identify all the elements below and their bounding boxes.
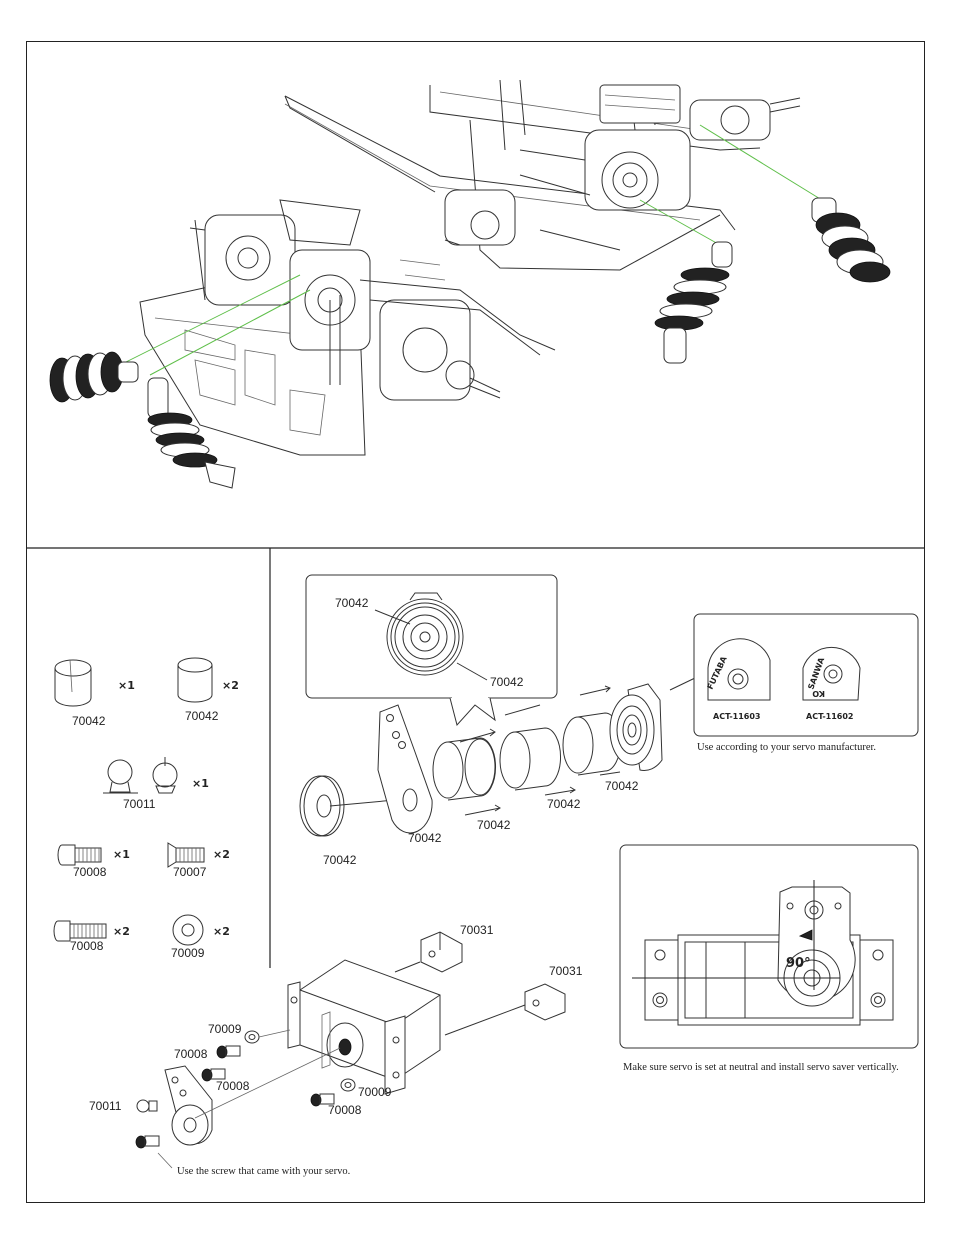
part-flat-screw-70007 [167,842,205,868]
servo-mount-70031-right [524,983,566,1021]
saver-ring-2 [499,727,561,791]
part-number-1: 70042 [72,714,106,728]
screw-b-label: 70008 [216,1079,250,1093]
saver-ring-1 [432,737,496,801]
part-number-6: 70008 [70,939,104,953]
saver-washer [299,775,345,837]
part-ring-70042-b [177,657,213,703]
servo-mount-70031-top [420,931,463,973]
servo-saver-assembly: 70042 70042 70042 70042 70042 [299,574,919,867]
label-ring-2: 70042 [547,797,581,811]
saver-detail-view [374,592,488,681]
futaba-saver-insert [707,638,771,701]
parts-list: ×1 70042 ×2 70042 ×1 70011 ×1 70008 [53,657,239,960]
part-number-2: 70042 [185,709,219,723]
servo-washer-b [340,1078,356,1092]
part-ball-stud-70011 [103,757,178,794]
servo-body [287,959,441,1095]
sanwa-saver-insert [802,646,861,701]
part-qty-4: ×1 [113,848,130,861]
part-number-7: 70009 [171,946,205,960]
label-arm: 70042 [408,831,442,845]
saver-body [609,683,663,771]
mount-top-label: 70031 [460,923,494,937]
part-number-5: 70007 [173,865,207,879]
servo-saver-installed [164,1047,341,1146]
part-button-screw-70008 [57,844,102,866]
label-ring-3: 70042 [605,779,639,793]
assembly-arrows [459,677,696,816]
rear-right-shock-spring [811,197,891,283]
screw-note: Use the screw that came with your servo. [177,1166,350,1177]
front-left-shock [147,377,236,489]
screw-c-label: 70008 [328,1103,362,1117]
manufacturer-note: Use according to your servo manufacturer… [697,742,876,753]
detail-label-bottom: 70042 [490,675,524,689]
detail-label-top: 70042 [335,596,369,610]
mount-right-label: 70031 [549,964,583,978]
saver-arm [377,704,433,834]
angle-label: 90° [786,956,811,971]
futaba-code: ACT-11603 [713,712,761,721]
part-qty-6: ×2 [113,925,130,938]
page-frame [26,41,925,1203]
screw-a-label: 70008 [174,1047,208,1061]
part-number-3: 70011 [123,797,156,811]
sanwa-sub: KO [812,689,825,698]
chassis-illustration [49,79,891,489]
servo-washer-a [244,1030,260,1044]
sanwa-code: ACT-11602 [806,712,854,721]
servo-horn-screw [135,1135,160,1149]
part-ring-70042-a [54,659,92,707]
part-qty-5: ×2 [213,848,230,861]
part-qty-2: ×2 [222,679,239,692]
part-long-screw-70008 [53,920,107,942]
ball-label: 70011 [89,1099,122,1113]
label-washer: 70042 [323,853,357,867]
servo-screw-a [216,1045,241,1059]
washer-b-label: 70009 [358,1085,392,1099]
washer-a-label: 70009 [208,1022,242,1036]
manufacturer-box [693,613,919,737]
servo-screw-c [310,1093,335,1107]
servo-screw-b [201,1068,226,1082]
part-qty-1: ×1 [118,679,135,692]
front-left-shock-spring [49,351,139,403]
neutral-note: Make sure servo is set at neutral and in… [623,1062,899,1073]
servo-mount-assembly: 70031 70031 70009 [89,923,583,1177]
rear-right-shock [654,241,733,364]
part-qty-7: ×2 [213,925,230,938]
label-ring-1: 70042 [477,818,511,832]
part-qty-3: ×1 [192,777,209,790]
detail-callout-box [305,574,558,699]
part-washer-70009 [172,914,204,946]
part-number-4: 70008 [73,865,107,879]
servo-ball-70011 [136,1099,158,1113]
servo-top-view [632,880,894,1026]
